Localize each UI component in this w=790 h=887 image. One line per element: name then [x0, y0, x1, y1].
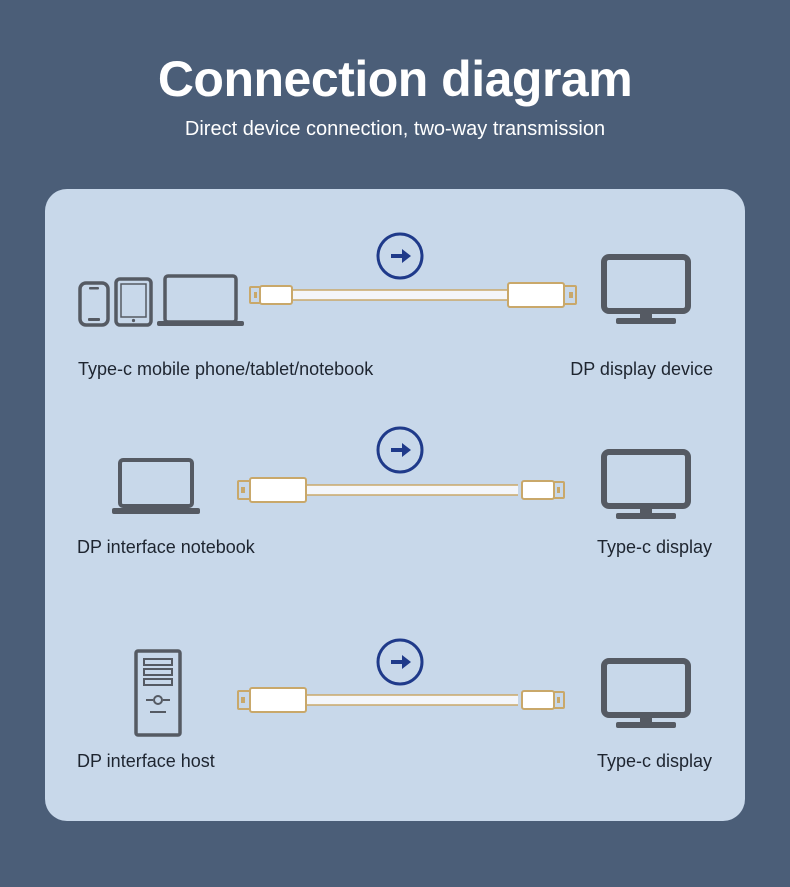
row-3-cable — [237, 687, 565, 713]
dp-plug — [507, 282, 577, 308]
row-3-target-label: Type-c display — [596, 751, 712, 771]
desktop-tower-icon — [134, 649, 182, 737]
row-2-cable — [237, 477, 565, 503]
monitor-icon — [604, 257, 688, 324]
row-3-source-label: DP interface host — [77, 751, 215, 771]
row-1-source-devices — [78, 274, 244, 327]
dp-plug — [237, 687, 307, 713]
type-c-plug — [521, 690, 565, 710]
type-c-plug — [521, 480, 565, 500]
laptop-icon — [110, 458, 202, 516]
dp-plug — [237, 477, 307, 503]
phone-icon — [78, 281, 110, 327]
page-title: Connection diagram — [157, 51, 633, 107]
page-subtitle: Direct device connection, two-way transm… — [184, 118, 606, 140]
tablet-icon — [114, 277, 153, 327]
row-1-target-label: DP display device — [570, 359, 713, 379]
row-1-cable — [249, 282, 577, 308]
type-c-plug — [249, 285, 293, 305]
row-1-source-label: Type-c mobile phone/tablet/notebook — [78, 359, 374, 379]
row-2-source-label: DP interface notebook — [77, 537, 255, 557]
arrow-right-icon — [376, 638, 424, 686]
laptop-icon — [157, 274, 244, 326]
monitor-icon — [604, 661, 688, 728]
arrow-right-icon — [376, 232, 424, 280]
monitor-icon — [604, 452, 688, 519]
row-2-target-label: Type-c display — [596, 537, 712, 557]
arrow-right-icon — [376, 426, 424, 474]
